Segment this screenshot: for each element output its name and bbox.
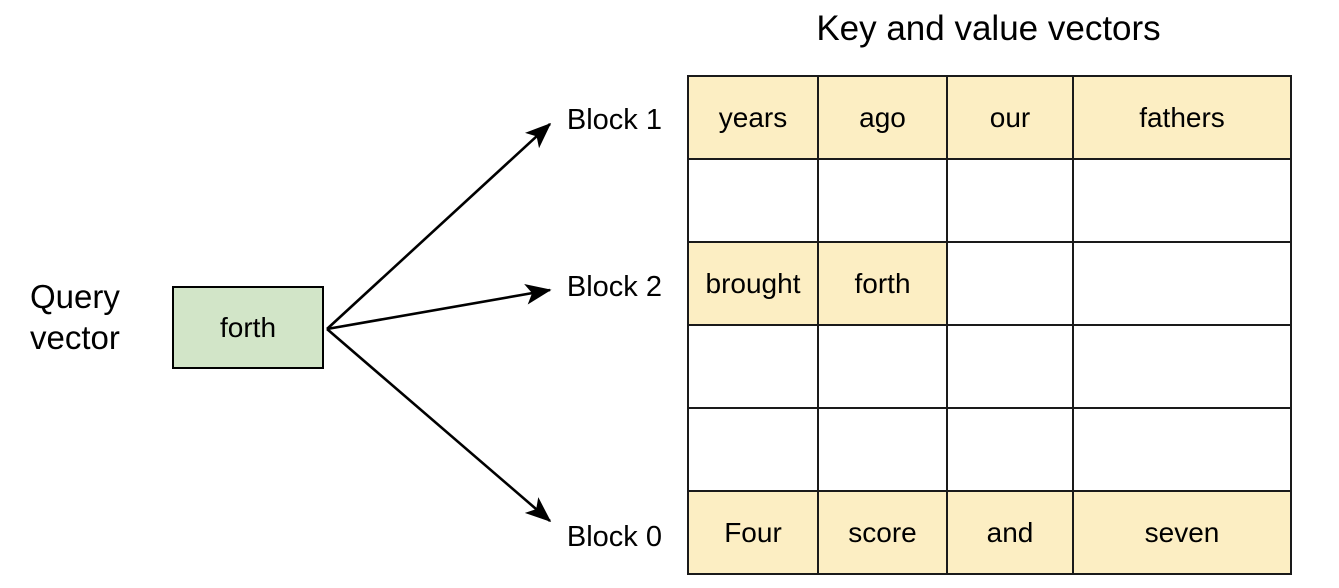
matrix-cell[interactable]: ago (817, 75, 948, 160)
matrix-cell[interactable]: brought (687, 241, 819, 326)
matrix-cell[interactable]: forth (817, 241, 948, 326)
query-vector-value: forth (219, 311, 277, 343)
matrix-cell[interactable] (946, 158, 1074, 243)
block-label-0: Block 0 (566, 521, 662, 553)
matrix-cell[interactable]: years (687, 75, 819, 160)
table-row (687, 324, 1292, 409)
matrix-cell[interactable] (946, 324, 1074, 409)
matrix-cell[interactable] (1072, 158, 1292, 243)
matrix-cell[interactable]: seven (1072, 490, 1292, 575)
matrix-cell[interactable] (1072, 241, 1292, 326)
matrix-cell[interactable] (817, 324, 948, 409)
query-vector-label-line-1: Query (30, 278, 120, 315)
block-label-2: Block 2 (566, 271, 662, 303)
query-vector-label-line-2: vector (30, 319, 120, 356)
matrix-cell[interactable] (946, 407, 1074, 492)
matrix-cell[interactable]: our (946, 75, 1074, 160)
query-vector-label: Query vector (30, 276, 165, 358)
matrix-cell[interactable]: fathers (1072, 75, 1292, 160)
block-label-1: Block 1 (566, 104, 662, 136)
table-row (687, 158, 1292, 243)
matrix-cell[interactable] (817, 407, 948, 492)
matrix-cell[interactable] (1072, 324, 1292, 409)
matrix-cell[interactable]: and (946, 490, 1074, 575)
table-row (687, 407, 1292, 492)
query-vector-box[interactable]: forth (172, 286, 324, 369)
matrix-cell[interactable] (687, 158, 819, 243)
page-title: Key and value vectors (816, 9, 1161, 48)
matrix-cell[interactable] (687, 324, 819, 409)
arrow-to-block-2 (326, 283, 552, 331)
arrow-to-block-1 (326, 122, 552, 330)
matrix-cell[interactable]: score (817, 490, 948, 575)
matrix-cell[interactable] (946, 241, 1074, 326)
matrix-cell[interactable] (1072, 407, 1292, 492)
matrix-cell[interactable] (817, 158, 948, 243)
arrow-to-block-0 (326, 328, 552, 523)
matrix-cell[interactable] (687, 407, 819, 492)
matrix-cell[interactable]: Four (687, 490, 819, 575)
